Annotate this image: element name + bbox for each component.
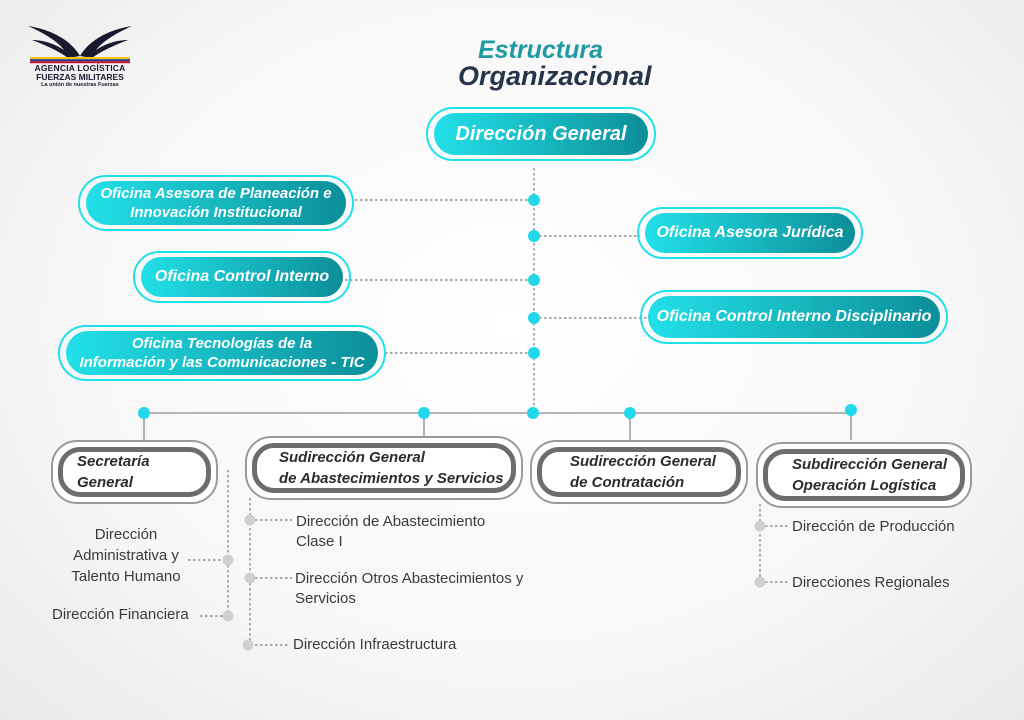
sub-direccion-abastecimiento-clase-i: Dirección de Abastecimiento Clase I	[296, 512, 485, 552]
logo-tagline: La unión de nuestras Fuerzas	[41, 82, 119, 88]
node-label-line-2: Innovación Institucional	[130, 204, 302, 221]
label-line-2: Clase I	[296, 533, 343, 550]
node-label-line-1: Oficina Asesora de Planeación e	[100, 185, 332, 202]
label-line-1: Direcciones Regionales	[792, 574, 950, 591]
title-line-1: Estructura	[478, 36, 604, 64]
node-oficina-planeacion[interactable]: Oficina Asesora de Planeación e Innovaci…	[78, 175, 354, 231]
node-label-line-2: de Abastecimientos y Servicios	[279, 470, 504, 487]
node-oficina-juridica[interactable]: Oficina Asesora Jurídica	[637, 207, 863, 259]
node-oficina-tic[interactable]: Oficina Tecnologías de la Información y …	[58, 325, 386, 381]
node-secretaria-general[interactable]: Secretaría General	[51, 440, 218, 504]
label-line-2: Servicios	[295, 590, 356, 607]
node-label: Oficina Control Interno Disciplinario	[656, 308, 932, 325]
sub-direccion-financiera: Dirección Financiera	[52, 605, 189, 625]
node-label: Oficina Control Interno	[154, 268, 330, 285]
node-label-line-2: de Contratación	[570, 474, 685, 491]
node-oficina-control-interno[interactable]: Oficina Control Interno	[133, 251, 351, 303]
sub-direccion-administrativa: Dirección Administrativa y Talento Human…	[62, 524, 190, 587]
node-subdireccion-contratacion[interactable]: Sudirección General de Contratación	[530, 440, 748, 504]
node-label-line-1: Sudirección General	[570, 453, 716, 470]
logo: AGENCIA LOGÍSTICA FUERZAS MILITARES La u…	[24, 20, 136, 90]
label-line-1: Dirección	[94, 526, 158, 543]
label-line-1: Dirección Otros Abastecimientos y	[295, 570, 524, 587]
sub-direccion-infraestructura: Dirección Infraestructura	[293, 635, 456, 655]
node-oficina-disciplinario[interactable]: Oficina Control Interno Disciplinario	[640, 290, 948, 344]
node-label-line-2: Información y las Comunicaciones - TIC	[79, 354, 365, 371]
logo-line-1: AGENCIA LOGÍSTICA	[34, 63, 126, 73]
node-label-line-1: Subdirección General	[792, 456, 948, 473]
node-label: Secretaría General	[77, 453, 150, 491]
label-line-1: Dirección de Abastecimiento	[296, 513, 486, 530]
label-line-1: Dirección Financiera	[52, 606, 189, 623]
node-label-line-2: Operación Logística	[792, 477, 937, 494]
node-label-line-1: Oficina Tecnologías de la	[131, 335, 313, 352]
sub-direcciones-regionales: Direcciones Regionales	[792, 573, 950, 593]
node-label: Oficina Asesora Jurídica	[656, 224, 844, 241]
logo-line-2: FUERZAS MILITARES	[36, 72, 124, 82]
title-line-2: Organizacional	[458, 61, 652, 91]
label-line-1: Dirección Infraestructura	[293, 636, 457, 653]
node-direccion-general[interactable]: Dirección General	[426, 107, 656, 161]
sub-direccion-otros-abastecimientos: Dirección Otros Abastecimientos y Servic…	[295, 569, 523, 609]
label-line-1: Dirección de Producción	[792, 518, 955, 535]
label-line-2: Administrativa y	[73, 547, 179, 564]
label-line-3: Talento Humano	[71, 568, 181, 585]
node-label: Dirección General	[455, 122, 627, 145]
node-subdireccion-operacion[interactable]: Subdirección General Operación Logística	[756, 442, 972, 508]
sub-direccion-produccion: Dirección de Producción	[792, 517, 955, 537]
node-label-line-1: Sudirección General	[279, 449, 425, 466]
eagle-wings-icon	[28, 26, 132, 64]
node-subdireccion-abastecimientos[interactable]: Sudirección General de Abastecimientos y…	[245, 436, 523, 500]
